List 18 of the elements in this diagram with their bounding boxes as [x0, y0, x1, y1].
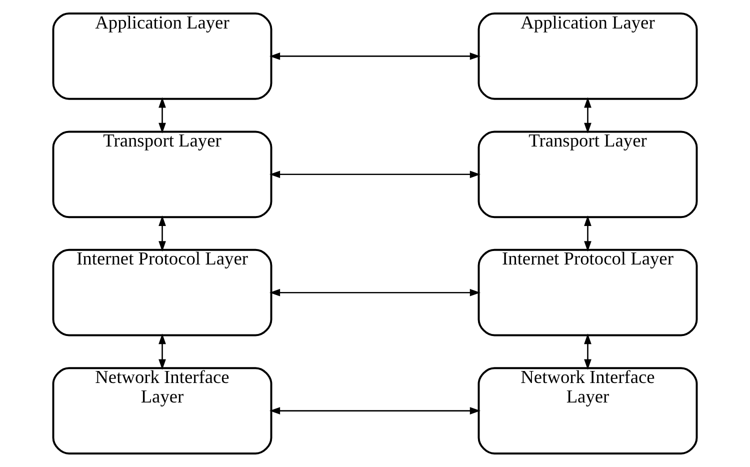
arrow: [270, 288, 480, 296]
arrow: [270, 170, 480, 178]
arrow: [270, 52, 480, 60]
arrow: [270, 407, 480, 414]
arrow: [158, 334, 166, 370]
node-box: Network Interface Layer: [478, 367, 698, 454]
arrow: [158, 97, 166, 134]
node-box: Application Layer: [478, 12, 698, 100]
arrow: [584, 97, 592, 134]
node-box: Transport Layer: [478, 130, 698, 218]
arrow: [584, 215, 592, 252]
arrow: [158, 215, 166, 252]
node-box: Transport Layer: [52, 130, 272, 218]
arrow: [584, 334, 592, 370]
node-box: Network Interface Layer: [52, 367, 272, 454]
node-box: Internet Protocol Layer: [52, 248, 272, 336]
node-box: Internet Protocol Layer: [478, 248, 698, 336]
node-box: Application Layer: [52, 12, 272, 100]
